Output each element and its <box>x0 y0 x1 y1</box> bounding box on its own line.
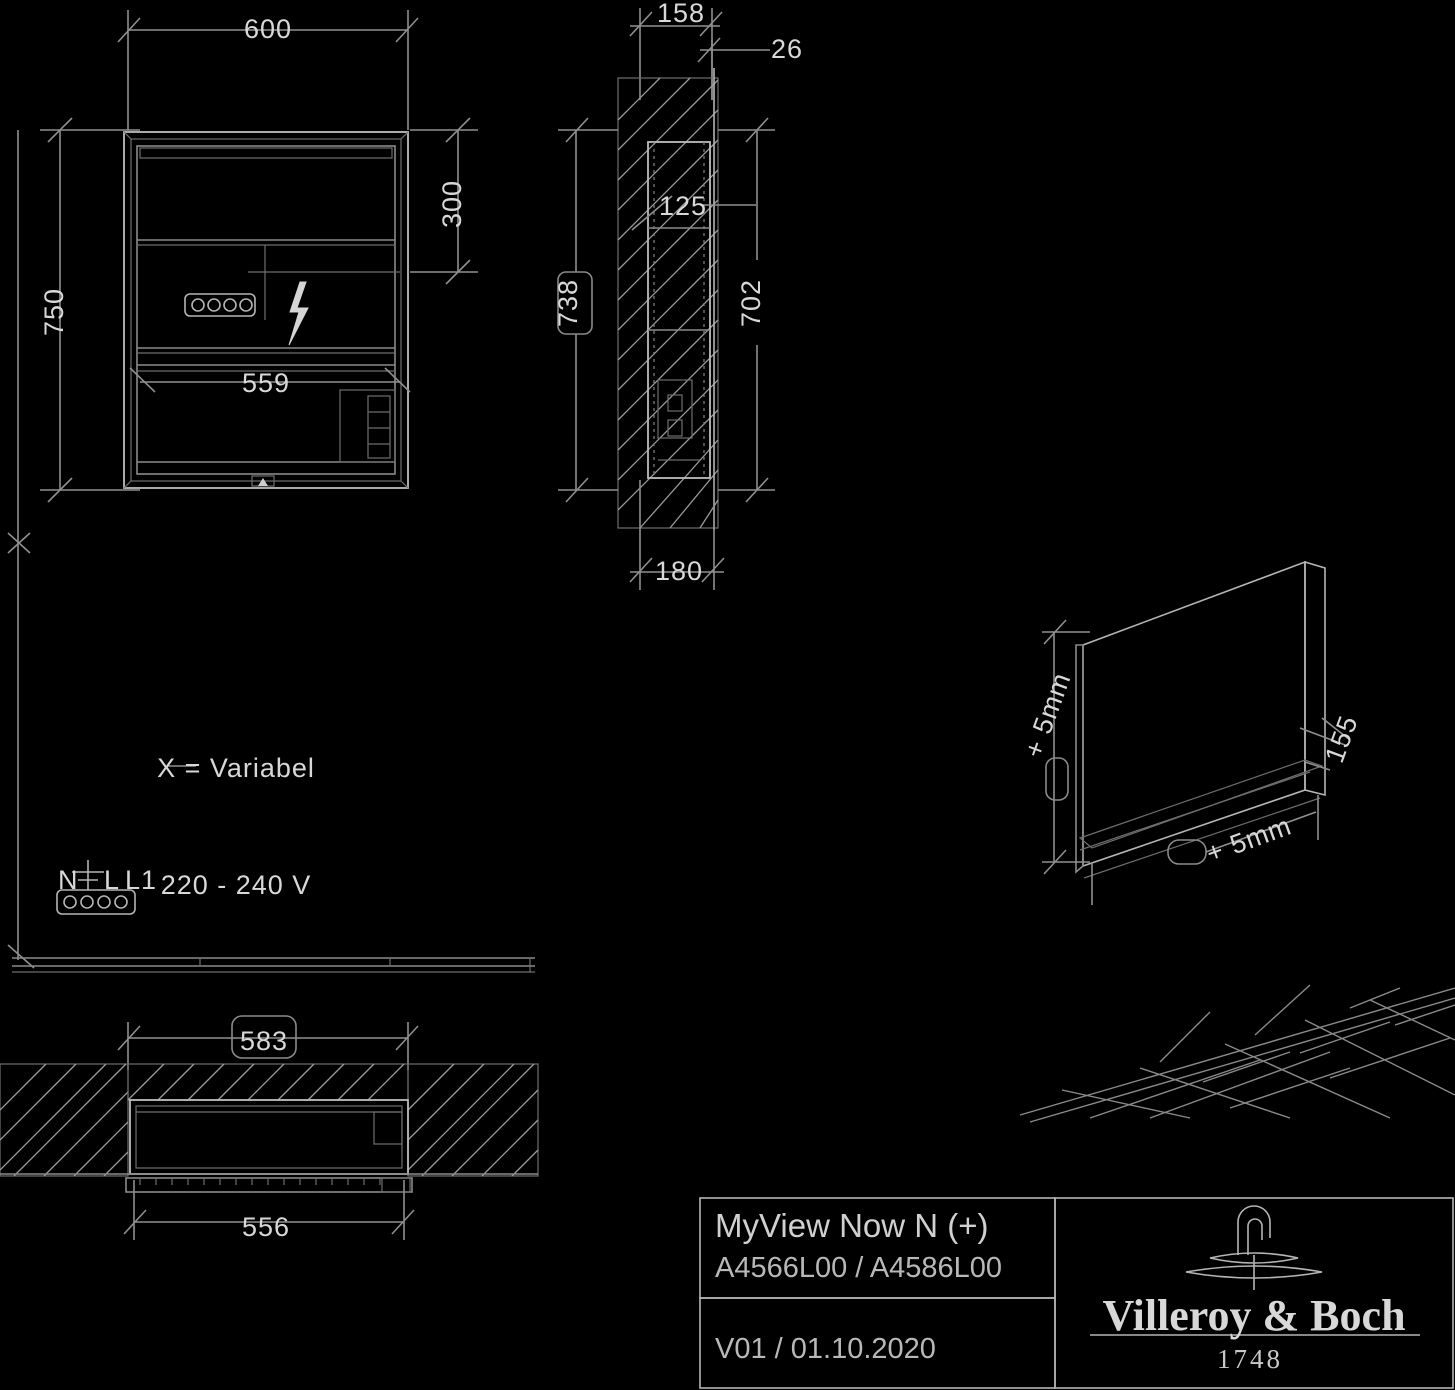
brand-name: Villeroy & Boch <box>1102 1291 1405 1340</box>
title-version-date: V01 / 01.10.2020 <box>715 1333 936 1365</box>
brand-year: 1748 <box>1217 1344 1283 1374</box>
dim-plan-583: 583 <box>240 1026 288 1056</box>
note-variable: X = Variabel <box>157 753 315 783</box>
title-product-name: MyView Now N (+) <box>715 1207 989 1244</box>
dim-iso-depth: 155 <box>1319 711 1364 766</box>
dim-plan-556: 556 <box>242 1212 290 1242</box>
dim-side-738: 738 <box>553 279 583 327</box>
dim-side-702: 702 <box>736 279 766 327</box>
electrical-notes-group <box>12 765 535 973</box>
label-iso-tolerance-left: + 5mm <box>1018 668 1076 761</box>
title-article-numbers: A4566L00 / A4586L00 <box>715 1252 1002 1284</box>
plan-section-group <box>0 1015 539 1240</box>
dim-front-width: 600 <box>244 14 292 44</box>
terminal-label-l1: L1 <box>125 865 157 895</box>
dim-front-height: 750 <box>39 288 69 336</box>
fountain-icon <box>1185 1205 1323 1290</box>
dim-side-180: 180 <box>655 556 703 586</box>
dim-front-upper: 300 <box>437 180 467 228</box>
isometric-view-group <box>1042 560 1351 905</box>
side-view-group <box>557 8 775 590</box>
title-block-frame <box>699 1197 1454 1389</box>
label-iso-tolerance-bottom: + 5mm <box>1202 810 1295 868</box>
dim-side-125: 125 <box>659 191 707 221</box>
lightning-bolt-icon <box>288 281 309 346</box>
note-voltage: 220 - 240 V <box>161 870 312 900</box>
tile-pattern-group <box>1019 984 1455 1123</box>
front-view-group <box>7 10 478 969</box>
dim-side-26: 26 <box>771 34 803 64</box>
dim-front-inner-width: 559 <box>242 368 290 398</box>
wall-hatch <box>617 77 719 529</box>
terminal-label-l: L <box>104 865 120 895</box>
terminal-label-n: N <box>58 865 79 895</box>
dim-side-158: 158 <box>657 0 705 28</box>
